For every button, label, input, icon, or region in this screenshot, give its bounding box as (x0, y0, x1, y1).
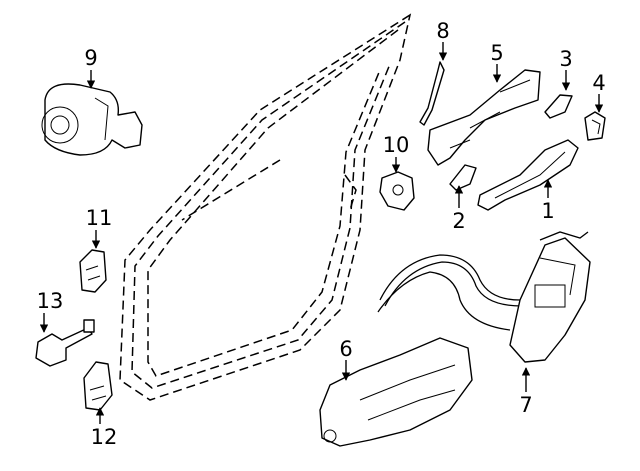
callout-13: 13 (37, 289, 64, 313)
part-1-outer-handle (477, 139, 579, 211)
callout-5: 5 (490, 41, 503, 65)
callout-6: 6 (339, 337, 352, 361)
callout-3: 3 (559, 47, 572, 71)
part-5-handle-frame (427, 69, 541, 166)
door-frame-outline (119, 13, 412, 401)
leader-lines (39, 42, 604, 424)
part-12-hinge (83, 361, 113, 411)
part-2-pad (449, 164, 477, 191)
callout-4: 4 (592, 71, 605, 95)
callout-8: 8 (436, 19, 449, 43)
callout-2: 2 (452, 209, 465, 233)
part-3-gasket (544, 94, 573, 119)
part-7-latch (509, 237, 591, 363)
part-13-door-check (35, 319, 95, 367)
callout-10: 10 (383, 133, 410, 157)
callout-7: 7 (519, 393, 532, 417)
control-cables (377, 231, 589, 331)
callout-9: 9 (84, 46, 97, 70)
callout-11: 11 (86, 206, 113, 230)
callout-12: 12 (91, 425, 118, 449)
part-8-rod (419, 61, 445, 126)
part-11-striker (79, 249, 107, 293)
part-4-cap (584, 111, 606, 141)
callout-1: 1 (541, 199, 554, 223)
part-6-inner-handle (319, 337, 473, 447)
part-9-lock-cylinder (41, 83, 143, 156)
part-10-bracket (379, 171, 415, 211)
